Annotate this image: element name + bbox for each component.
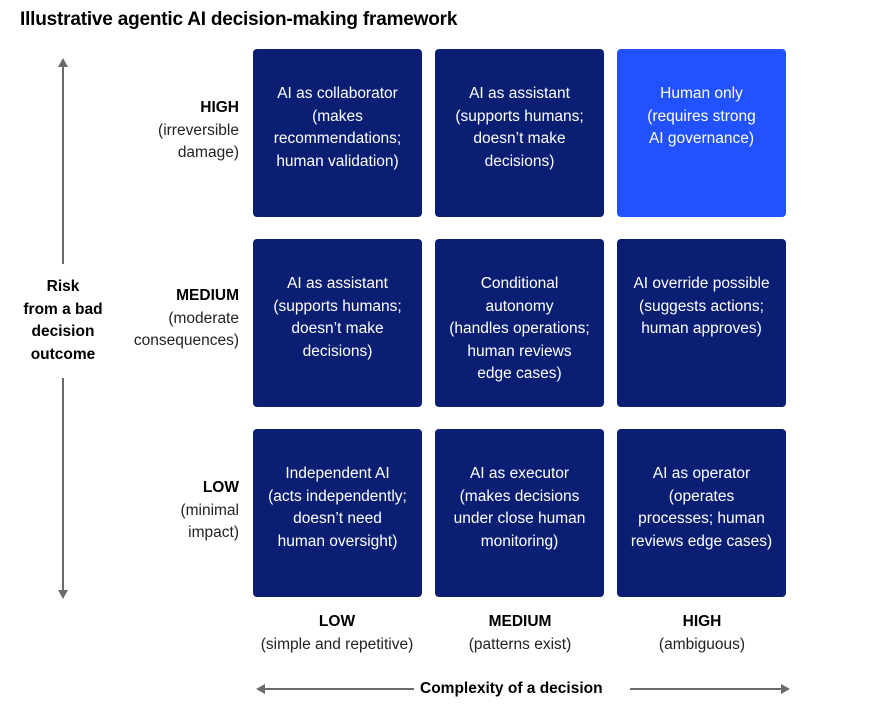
cell-text-line: edge cases)	[477, 365, 562, 382]
grid-cell-high-risk-low-complexity: AI as collaborator (makes recommendations;…	[253, 49, 422, 217]
row-label-low: LOW (minimal impact)	[180, 477, 239, 545]
row-level: MEDIUM	[176, 287, 239, 304]
grid-cell-medium-risk-medium-complexity: Conditional autonomy (handles operations; h…	[435, 239, 604, 407]
cell-text-line: (supports humans;	[273, 297, 402, 315]
col-level: LOW	[318, 613, 356, 630]
cell-text-line: reviews edge cases)	[630, 532, 773, 550]
cell-text-line: (makes	[312, 107, 363, 125]
col-level: MEDIUM	[488, 613, 552, 630]
cell-text-line: human oversight)	[277, 532, 398, 550]
y-axis-arrow-up-icon	[58, 58, 68, 67]
cell-text-line: (acts independently;	[268, 487, 407, 505]
row-label-high: HIGH (irreversible damage)	[158, 97, 239, 165]
cell-text-line: doesn’t make	[473, 130, 566, 147]
col-label-medium: MEDIUM (patterns exist)	[420, 611, 620, 656]
x-axis-line-left	[264, 688, 414, 690]
col-desc: (patterns exist)	[468, 635, 572, 653]
row-desc: (minimal	[180, 501, 239, 519]
cell-text-line: monitoring)	[480, 532, 559, 550]
y-axis-title-line: Risk	[46, 278, 80, 295]
cell-text-line: (makes decisions	[459, 487, 580, 505]
x-axis-arrow-left-icon	[256, 684, 265, 694]
grid-cell-high-risk-medium-complexity: AI as assistant (supports humans; doesn’t …	[435, 49, 604, 217]
grid-cell-medium-risk-low-complexity: AI as assistant (supports humans; doesn’t …	[253, 239, 422, 407]
cell-text-line: (supports humans;	[455, 107, 584, 125]
cell-text-line: processes; human	[638, 510, 765, 527]
cell-text-line: Human only	[660, 85, 743, 102]
cell-text-line: Conditional	[480, 275, 559, 292]
cell-text-line: AI override possible	[633, 275, 770, 292]
cell-text-line: under close human	[453, 510, 586, 527]
y-axis-line-lower	[62, 378, 64, 590]
cell-text-line: (requires strong	[647, 107, 756, 125]
row-desc: impact)	[188, 524, 239, 541]
grid-cell-low-risk-medium-complexity: AI as executor (makes decisions under clos…	[435, 429, 604, 597]
cell-text-line: autonomy	[485, 297, 554, 315]
y-axis-arrow-down-icon	[58, 590, 68, 599]
cell-text-line: human validation)	[276, 152, 399, 170]
cell-text-line: decisions)	[302, 342, 373, 360]
grid-cell-low-risk-high-complexity: AI as operator (operates processes; human r…	[617, 429, 786, 597]
cell-text-line: AI as operator	[652, 465, 751, 482]
cell-text-line: AI as assistant	[287, 275, 388, 292]
row-desc: damage)	[177, 144, 239, 161]
cell-text-line: recommendations;	[273, 130, 402, 147]
grid-cell-low-risk-low-complexity: Independent AI (acts independently; doesn’…	[253, 429, 422, 597]
cell-text-line: AI as assistant	[469, 85, 570, 102]
cell-text-line: (handles operations;	[449, 320, 590, 337]
cell-text-line: decisions)	[484, 152, 555, 170]
row-level: HIGH	[200, 99, 239, 116]
grid-cell-high-risk-high-complexity: Human only (requires strong AI governance)	[617, 49, 786, 217]
cell-text-line: doesn’t need	[293, 510, 382, 527]
x-axis-arrow-right-icon	[781, 684, 790, 694]
y-axis-title: Risk from a bad decision outcome	[10, 276, 116, 366]
cell-text-line: human approves)	[641, 320, 762, 337]
y-axis-title-line: outcome	[30, 345, 96, 363]
y-axis-title-line: from a bad	[23, 300, 103, 318]
col-label-low: LOW (simple and repetitive)	[237, 611, 437, 656]
cell-text-line: AI governance)	[648, 130, 755, 147]
x-axis-line-right	[630, 688, 782, 690]
row-level: LOW	[202, 479, 239, 496]
col-level: HIGH	[682, 613, 722, 630]
col-label-high: HIGH (ambiguous)	[602, 611, 802, 656]
cell-text-line: (suggests actions;	[639, 297, 764, 315]
row-desc: consequences)	[133, 332, 239, 349]
y-axis-title-line: decision	[31, 323, 95, 340]
row-label-medium: MEDIUM (moderate consequences)	[134, 285, 239, 353]
row-desc: (moderate	[168, 309, 239, 327]
row-desc: (irreversible	[158, 121, 239, 139]
chart-title: Illustrative agentic AI decision-making …	[20, 9, 458, 30]
col-desc: (ambiguous)	[658, 635, 746, 653]
grid-cell-medium-risk-high-complexity: AI override possible (suggests actions; hu…	[617, 239, 786, 407]
cell-text-line: doesn’t make	[291, 320, 384, 337]
cell-text-line: AI as collaborator	[277, 85, 398, 102]
cell-text-line: AI as executor	[469, 465, 570, 482]
col-desc: (simple and repetitive)	[260, 635, 414, 653]
cell-text-line: Independent AI	[285, 465, 390, 482]
cell-text-line: human reviews	[467, 342, 572, 360]
y-axis-line-upper	[62, 66, 64, 264]
cell-text-line: (operates	[668, 487, 735, 505]
x-axis-title: Complexity of a decision	[420, 680, 603, 697]
